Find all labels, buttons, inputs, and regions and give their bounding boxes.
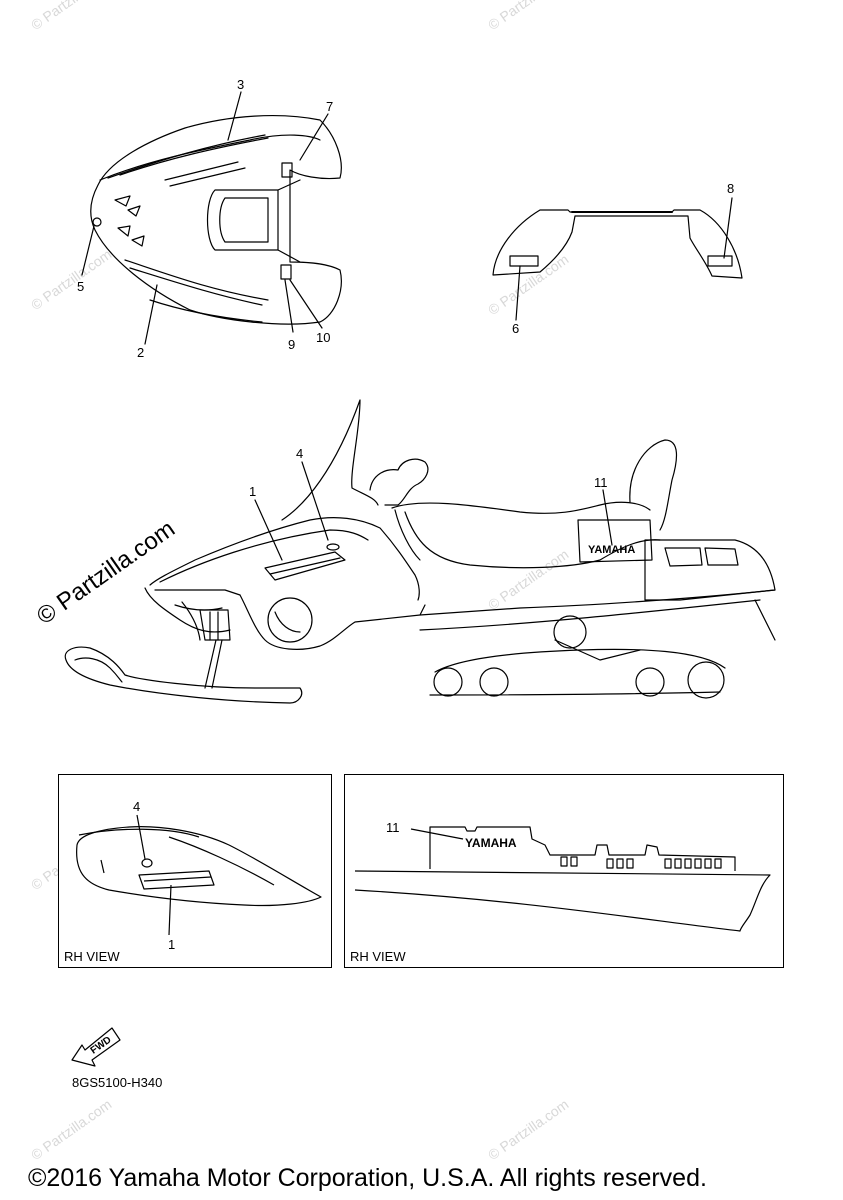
- callout-11: 11: [594, 475, 608, 490]
- callout-10: 10: [316, 330, 331, 345]
- inset-right-yamaha-decal: YAMAHA: [465, 836, 517, 850]
- callout-1: 1: [249, 484, 257, 499]
- main-yamaha-decal: YAMAHA: [588, 544, 635, 556]
- callout-7: 7: [326, 99, 334, 114]
- inset-left-callout-1: 1: [168, 937, 176, 952]
- hood-assembly: [90, 115, 342, 325]
- fwd-arrow-icon: FWD: [71, 1027, 121, 1067]
- callout-8: 8: [727, 181, 735, 196]
- callout-6: 6: [512, 321, 520, 336]
- copyright-notice: ©2016 Yamaha Motor Corporation, U.S.A. A…: [28, 1164, 707, 1192]
- inset-left-drawing: [76, 814, 322, 936]
- seat-panel: [492, 209, 743, 279]
- inset-right-view-label: RH VIEW: [350, 949, 406, 964]
- part-code: 8GS5100-H340: [72, 1075, 163, 1090]
- callout-9: 9: [288, 337, 296, 352]
- callout-3: 3: [237, 77, 245, 92]
- inset-right-drawing: YAMAHA: [354, 826, 771, 932]
- callout-5: 5: [77, 279, 85, 294]
- snowmobile-side-view: YAMAHA: [64, 399, 776, 704]
- inset-left-rh-view: 4 1 RH VIEW: [58, 774, 332, 968]
- inset-right-rh-view: YAMAHA 11 RH VIEW: [344, 774, 784, 968]
- inset-left-view-label: RH VIEW: [64, 949, 120, 964]
- inset-right-callout-11: 11: [386, 820, 400, 835]
- callout-2: 2: [137, 345, 145, 360]
- callout-4: 4: [296, 446, 304, 461]
- inset-left-callout-4: 4: [133, 799, 141, 814]
